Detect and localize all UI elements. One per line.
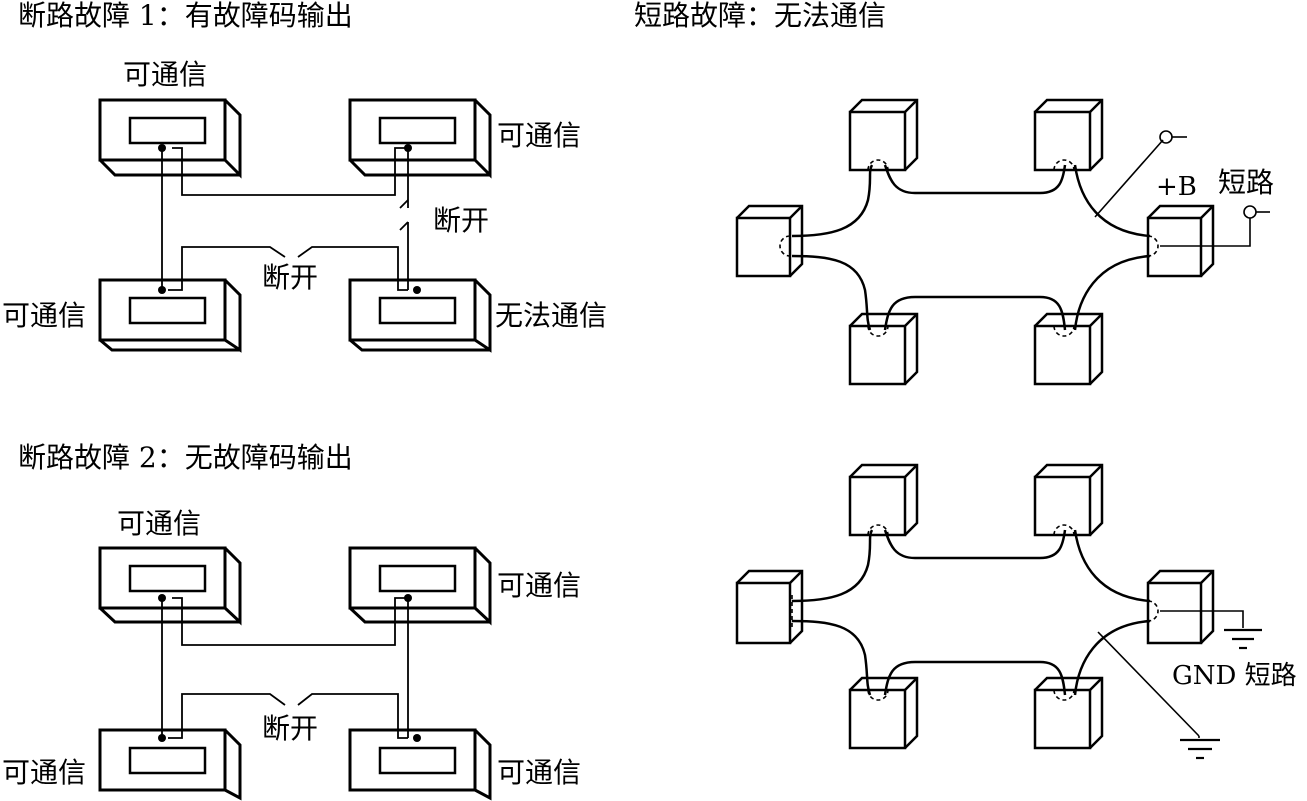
ecu-top-right [348, 546, 492, 626]
dashed-ports [779, 159, 1159, 337]
label-break-middle: 断开 [262, 261, 318, 294]
panel-open-fault-1 [98, 98, 492, 353]
panel-short-to-gnd [735, 463, 1262, 760]
label-short-to-b: 短路 [1218, 166, 1274, 199]
label-bottom-left: 可通信 [2, 756, 86, 789]
dashed-ports [791, 524, 1159, 701]
gnd-short-wires [1097, 610, 1244, 738]
label-bottom-left: 可通信 [2, 299, 86, 332]
ecu-top-right [348, 98, 492, 179]
bus-loop [791, 164, 1151, 331]
panel-open-fault-2 [98, 546, 492, 801]
label-bottom-right: 无法通信 [495, 299, 607, 332]
ecu-bottom-right [348, 278, 492, 353]
junction-dots [158, 594, 421, 742]
title-open-fault-1: 断路故障 1：有故障码输出 [18, 0, 353, 32]
node-bottom-left [848, 312, 919, 386]
ground-icon [1224, 628, 1262, 650]
node-bottom-left [848, 676, 919, 750]
bus-wires [161, 597, 409, 739]
label-top-right: 可通信 [497, 569, 581, 602]
node-left [735, 204, 804, 278]
node-left [735, 569, 804, 645]
node-right [1146, 204, 1215, 278]
label-plus-b: +B [1156, 172, 1197, 202]
label-gnd-short: GND 短路 [1172, 661, 1297, 691]
node-bottom-right [1033, 312, 1104, 386]
node-top-right [1033, 98, 1104, 172]
title-open-fault-2: 断路故障 2：无故障码输出 [18, 441, 353, 474]
node-top-left [848, 463, 919, 537]
short-wires [1094, 130, 1270, 247]
node-right [1146, 569, 1215, 645]
title-short-fault: 短路故障：无法通信 [634, 0, 886, 32]
ecu-bottom-left [98, 728, 242, 801]
ground-icon [1180, 738, 1220, 760]
bus-wires [161, 147, 409, 291]
node-top-left [848, 98, 919, 172]
bus-loop [791, 529, 1151, 696]
ecu-top-left [98, 546, 242, 626]
label-break-right: 断开 [433, 204, 489, 237]
label-break-middle: 断开 [262, 712, 318, 745]
ecu-bottom-right [348, 728, 492, 801]
label-top-left: 可通信 [117, 507, 201, 540]
node-bottom-right [1033, 676, 1104, 750]
label-bottom-right: 可通信 [497, 756, 581, 789]
node-top-right [1033, 463, 1104, 537]
label-top-right: 可通信 [497, 119, 581, 152]
junction-dots [158, 144, 421, 294]
label-top-left: 可通信 [123, 58, 207, 91]
panel-short-to-b [735, 98, 1270, 386]
ecu-top-left [98, 98, 242, 179]
